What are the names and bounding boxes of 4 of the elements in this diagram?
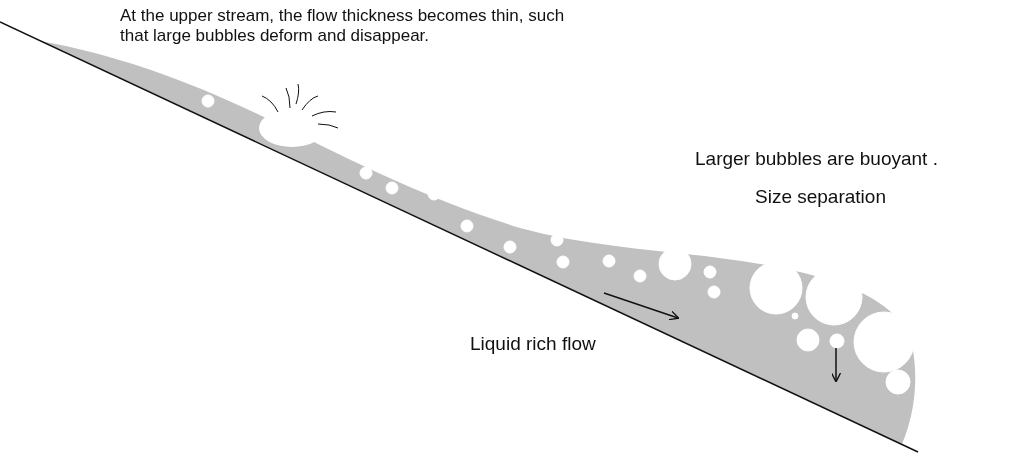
flow-label: Liquid rich flow bbox=[470, 333, 596, 356]
annotation-text: Size separation bbox=[755, 186, 886, 209]
annotation-text: At the upper stream, the flow thickness becomes thin, such that large bubbles deform and disappear. bbox=[120, 6, 566, 47]
annotation-text: Larger bubbles are buoyant . bbox=[695, 148, 938, 171]
